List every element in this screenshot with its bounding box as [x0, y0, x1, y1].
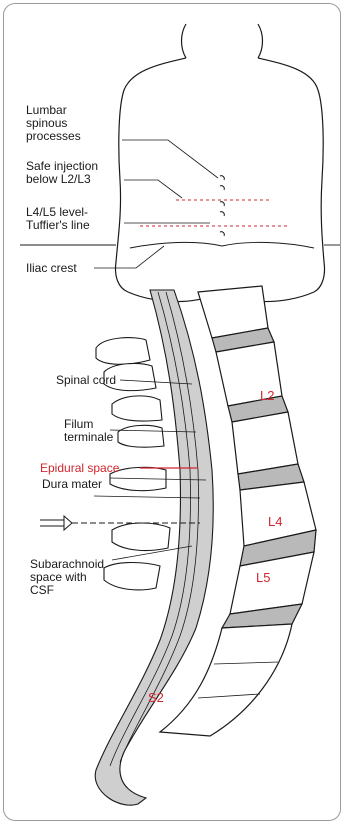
label-tuffier-line: L4/L5 level- Tuffier's line: [26, 206, 90, 232]
label-spinal-cord: Spinal cord: [56, 374, 116, 387]
label-iliac-crest: Iliac crest: [26, 262, 77, 275]
spinous-processes: [220, 176, 224, 236]
label-dura-mater: Dura mater: [42, 478, 102, 491]
vertebra-label-s2: S2: [148, 690, 164, 705]
vertebra-label-l4: L4: [268, 514, 282, 529]
vertebra-label-l5: L5: [256, 570, 270, 585]
top-leader-lines: [94, 140, 218, 268]
label-safe-injection: Safe injection below L2/L3: [26, 160, 98, 186]
label-lumbar-spinous-processes: Lumbar spinous processes: [26, 104, 81, 143]
label-filum-terminale: Filum terminale: [64, 418, 113, 444]
label-epidural-space: Epidural space: [40, 462, 119, 475]
vertebra-label-l2: L2: [260, 388, 274, 403]
label-subarachnoid-space: Subarachnoid space with CSF: [30, 558, 104, 597]
